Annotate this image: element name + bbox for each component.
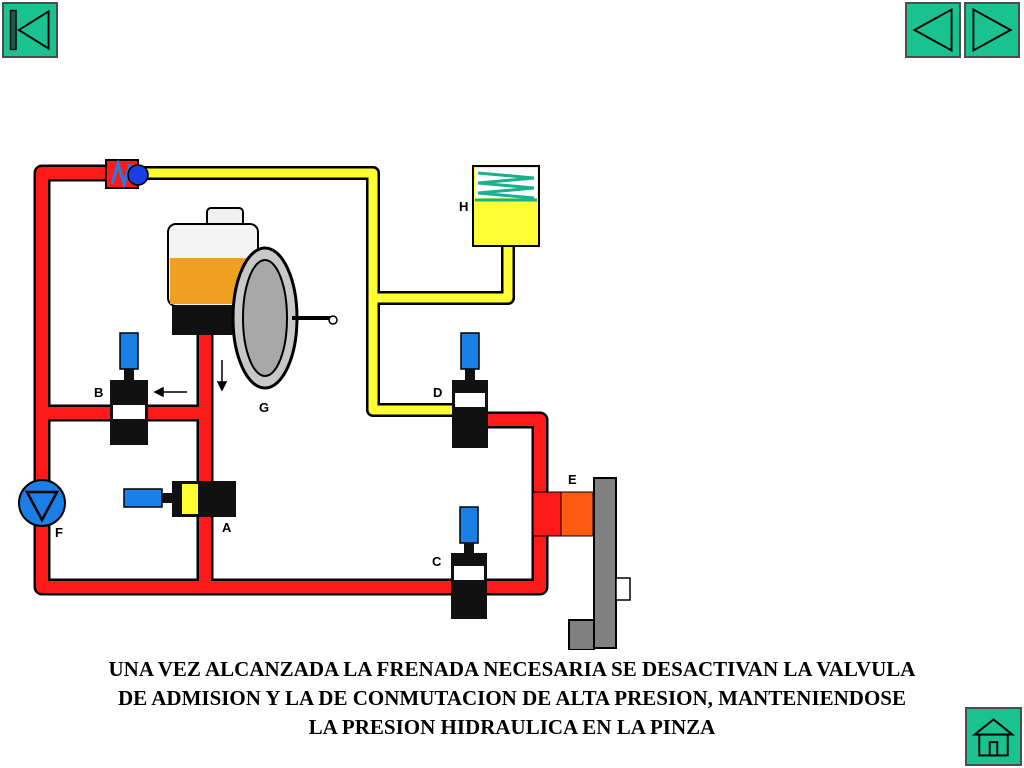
accumulator-h <box>472 165 540 247</box>
label-c: C <box>432 554 442 569</box>
previous-slide-icon <box>912 8 953 52</box>
label-d: D <box>433 385 442 400</box>
home-icon <box>971 718 1016 757</box>
valve-b <box>110 332 148 445</box>
master-cylinder-g <box>167 207 338 390</box>
caption-line-2: DE ADMISION Y LA DE CONMUTACION DE ALTA … <box>117 686 906 710</box>
valve-d <box>452 332 488 448</box>
label-a: A <box>222 520 232 535</box>
first-slide-button[interactable] <box>2 2 58 58</box>
caption: UNA VEZ ALCANZADA LA FRENADA NECESARIA S… <box>0 655 1024 742</box>
brake-hydraulic-diagram: H G B D A <box>18 158 631 650</box>
valve-c <box>451 506 487 619</box>
label-e: E <box>568 472 577 487</box>
caption-line-3: LA PRESION HIDRAULICA EN LA PINZA <box>308 715 716 739</box>
label-h: H <box>459 199 468 214</box>
next-slide-button[interactable] <box>964 2 1020 58</box>
caption-line-1: UNA VEZ ALCANZADA LA FRENADA NECESARIA S… <box>108 657 916 681</box>
next-slide-icon <box>972 8 1013 52</box>
first-slide-icon <box>9 9 50 51</box>
check-valve <box>105 158 149 190</box>
valve-a <box>123 481 236 517</box>
label-f: F <box>55 525 63 540</box>
caliper-e <box>560 477 631 650</box>
label-b: B <box>94 385 103 400</box>
pump-f <box>18 479 66 527</box>
home-button[interactable] <box>965 707 1022 766</box>
previous-slide-button[interactable] <box>905 2 961 58</box>
label-g: G <box>259 400 269 415</box>
flow-arrows <box>153 360 228 398</box>
